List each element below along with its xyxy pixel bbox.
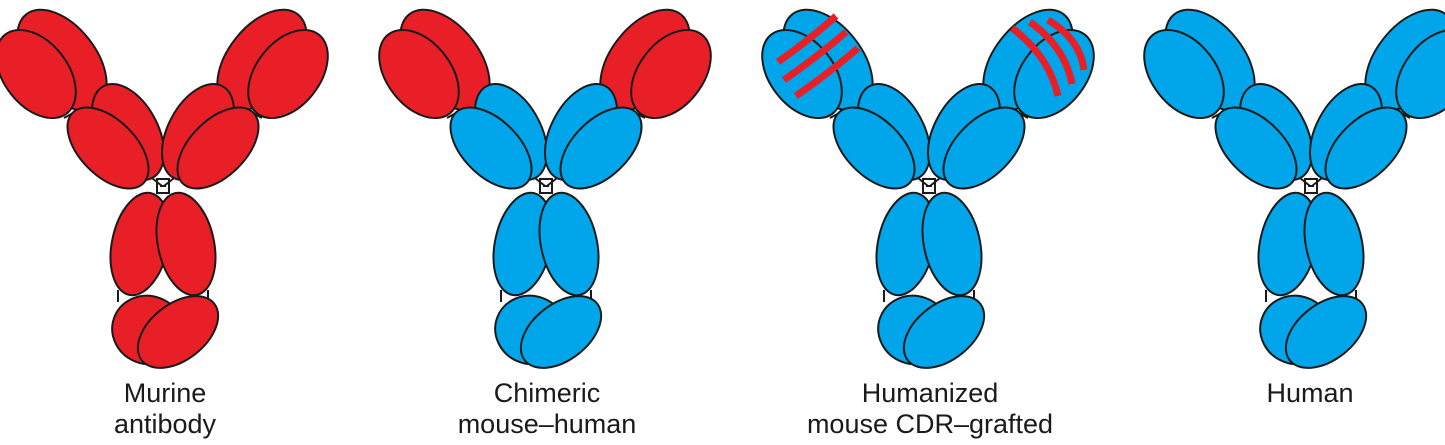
right-vh-domain [247,28,329,120]
right-ch1-domain [176,106,260,190]
caption-humanized-line1: Humanized [861,378,999,408]
right-ch3-domain [519,295,603,369]
right-ch2-domain [921,191,983,297]
right-ch3-domain [136,295,220,369]
hinge-region [922,178,936,194]
caption-murine-line1: Murine [123,378,207,408]
cdr-band [1027,19,1076,85]
right-ch1-domain [559,106,643,190]
left-ch1-domain [1214,106,1298,190]
cdr-band [793,45,861,99]
caption-human-line1: Human [1266,378,1354,408]
right-ch2-domain [538,191,600,297]
antibody-chimeric [378,8,712,369]
hinge-region [539,178,553,194]
right-vh-domain [1395,28,1445,120]
hinge-region [156,178,170,194]
right-ch1-domain [942,106,1026,190]
right-ch1-domain [1324,106,1408,190]
caption-chimeric-line2: mouse–human [457,409,637,439]
caption-human: Human [1140,378,1445,409]
antibody-human [1143,8,1445,369]
antibody-murine [0,8,329,369]
left-ch1-domain [832,106,916,190]
right-ch3-domain [1284,295,1368,369]
caption-chimeric-line1: Chimeric [493,378,601,408]
antibody-humanized [761,8,1095,369]
caption-chimeric: Chimeric mouse–human [377,378,717,440]
caption-humanized: Humanized mouse CDR–grafted [760,378,1100,440]
left-vh-domain [378,28,460,120]
right-ch3-domain [902,295,986,369]
cdr-band [1009,25,1062,97]
left-vh-domain [0,28,77,120]
cdr-band [775,13,839,65]
cdr-band [1046,16,1088,71]
left-ch1-domain [449,106,533,190]
right-ch2-domain [1303,191,1365,297]
caption-murine-line2: antibody [113,409,217,439]
left-vh-domain [1143,28,1225,120]
caption-murine: Murine antibody [0,378,335,440]
right-vh-domain [630,28,712,120]
cdr-band [781,29,849,83]
hinge-region [1304,178,1318,194]
caption-humanized-line2: mouse CDR–grafted [806,409,1054,439]
left-ch1-domain [66,106,150,190]
right-ch2-domain [155,191,217,297]
